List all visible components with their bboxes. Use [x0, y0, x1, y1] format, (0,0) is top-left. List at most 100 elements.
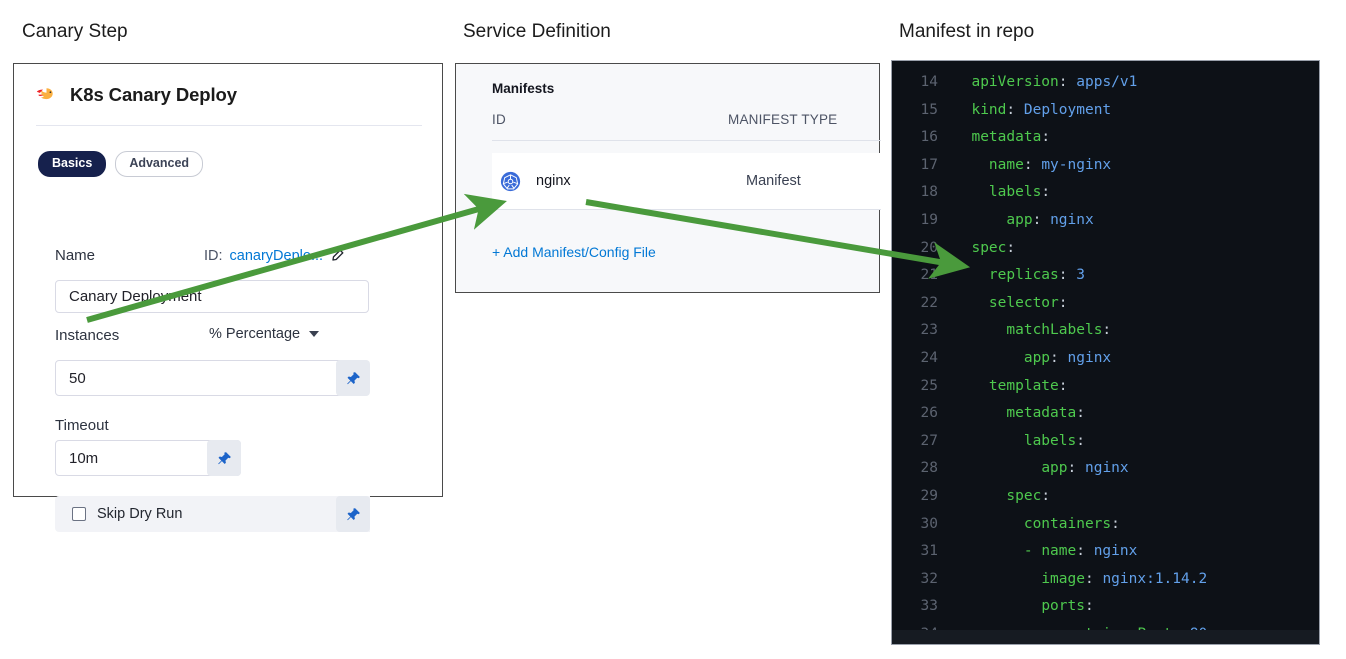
code-line-22: 22 selector: [892, 290, 1319, 318]
line-text: image: nginx:1.14.2 [1041, 570, 1208, 587]
instances-unit-select[interactable]: % Percentage [209, 326, 320, 342]
manifest-row-nginx[interactable]: nginx Manifest [492, 153, 881, 210]
line-number: 17 [920, 156, 938, 173]
caption-manifest-in-repo: Manifest in repo [899, 21, 1035, 42]
code-line-19: 19 app: nginx [892, 207, 1319, 235]
code-line-31: 31 - name: nginx [892, 538, 1319, 566]
line-number: 19 [920, 211, 938, 228]
line-text: spec: [1006, 487, 1051, 504]
chevron-down-icon [309, 331, 320, 337]
header-divider [36, 125, 422, 126]
line-number: 26 [920, 405, 938, 422]
code-line-26: 26 metadata: [892, 400, 1319, 428]
line-number: 16 [920, 129, 938, 146]
line-text: labels: [988, 184, 1051, 201]
line-number: 28 [920, 460, 938, 477]
line-text: labels: [1023, 432, 1085, 449]
code-line-14: 14 apiVersion: apps/v1 [892, 69, 1319, 97]
skip-dry-run-label: Skip Dry Run [97, 506, 183, 522]
code-panel-footer [892, 630, 1319, 644]
code-line-21: 21 replicas: 3 [892, 262, 1319, 290]
line-number: 32 [920, 570, 938, 587]
pin-icon [346, 371, 360, 384]
column-header-manifest-type: MANIFEST TYPE [728, 112, 838, 127]
code-line-27: 27 labels: [892, 428, 1319, 456]
code-line-30: 30 containers: [892, 511, 1319, 539]
canary-bird-icon [36, 88, 53, 100]
line-number: 24 [920, 349, 938, 366]
pin-icon [217, 451, 231, 464]
line-number: 15 [920, 101, 938, 118]
manifest-type-value: Manifest [746, 173, 801, 189]
instances-pin-button[interactable] [336, 360, 370, 396]
line-text: metadata: [1006, 405, 1085, 422]
kubernetes-icon [500, 171, 521, 191]
line-text: containers: [1023, 515, 1120, 532]
line-text: selector: [988, 294, 1068, 311]
card-header: K8s Canary Deploy [36, 84, 237, 106]
line-text: app: nginx [1041, 460, 1129, 477]
pencil-icon[interactable] [330, 249, 344, 263]
manifest-id-value: nginx [536, 173, 571, 189]
table-header-rule [492, 140, 881, 141]
tab-group: Basics Advanced [38, 151, 204, 177]
code-line-33: 33 ports: [892, 593, 1319, 621]
line-number: 30 [920, 515, 938, 532]
canary-step-card: K8s Canary Deploy Basics Advanced Name I… [13, 63, 443, 532]
line-number: 31 [920, 543, 938, 560]
column-header-id: ID [492, 112, 506, 127]
name-field-label: Name [55, 247, 96, 264]
code-line-25: 25 template: [892, 373, 1319, 401]
line-text: matchLabels: [1006, 322, 1112, 339]
timeout-field-label: Timeout [55, 417, 109, 434]
line-number: 21 [920, 267, 938, 284]
line-number: 27 [920, 432, 938, 449]
instances-unit-label: % Percentage [209, 326, 301, 342]
line-text: spec: [971, 239, 1016, 256]
line-text: app: nginx [1023, 349, 1112, 366]
line-number: 29 [920, 487, 938, 504]
timeout-pin-button[interactable] [207, 440, 241, 476]
skip-dry-run-row[interactable]: Skip Dry Run [55, 496, 370, 532]
pin-icon [346, 507, 360, 520]
code-line-29: 29 spec: [892, 483, 1319, 511]
instances-input[interactable]: 50 [55, 360, 369, 396]
tab-advanced[interactable]: Advanced [115, 151, 204, 177]
manifests-panel: Manifests ID MANIFEST TYPE nginx Manifes… [474, 64, 881, 292]
line-text: ports: [1041, 598, 1094, 615]
line-text: app: nginx [1006, 211, 1094, 228]
line-number: 22 [920, 294, 938, 311]
caption-service-definition: Service Definition [463, 21, 611, 42]
skip-dry-run-checkbox[interactable] [72, 507, 86, 521]
line-text: apiVersion: apps/v1 [971, 74, 1138, 90]
skip-dry-run-pin-button[interactable] [336, 496, 370, 532]
step-id-value[interactable]: canaryDeplo... [229, 248, 324, 264]
card-title: K8s Canary Deploy [70, 84, 237, 105]
name-input[interactable]: Canary Deployment [55, 280, 369, 313]
line-number: 20 [920, 239, 938, 256]
line-text: replicas: 3 [988, 267, 1085, 284]
step-id-row: ID: canaryDeplo... [204, 248, 344, 264]
line-text: kind: Deployment [971, 101, 1112, 118]
line-text: name: my-nginx [988, 156, 1112, 173]
code-line-15: 15 kind: Deployment [892, 97, 1319, 125]
service-definition-card: Manifests ID MANIFEST TYPE nginx Manifes… [455, 63, 881, 293]
line-number: 23 [920, 322, 938, 339]
code-line-23: 23 matchLabels: [892, 317, 1319, 345]
code-line-18: 18 labels: [892, 179, 1319, 207]
manifests-title: Manifests [492, 81, 555, 96]
line-text: - name: nginx [1023, 543, 1138, 560]
code-line-20: 20 spec: [892, 235, 1319, 263]
add-manifest-config-file-link[interactable]: + Add Manifest/Config File [492, 244, 656, 260]
tab-basics[interactable]: Basics [38, 151, 107, 177]
instances-field-label: Instances [55, 327, 120, 344]
line-number: 14 [920, 74, 938, 90]
step-id-label: ID: [204, 248, 223, 264]
line-text: metadata: [971, 129, 1051, 146]
code-line-24: 24 app: nginx [892, 345, 1319, 373]
code-line-32: 32 image: nginx:1.14.2 [892, 566, 1319, 594]
code-line-17: 17 name: my-nginx [892, 152, 1319, 180]
line-number: 33 [920, 598, 938, 615]
